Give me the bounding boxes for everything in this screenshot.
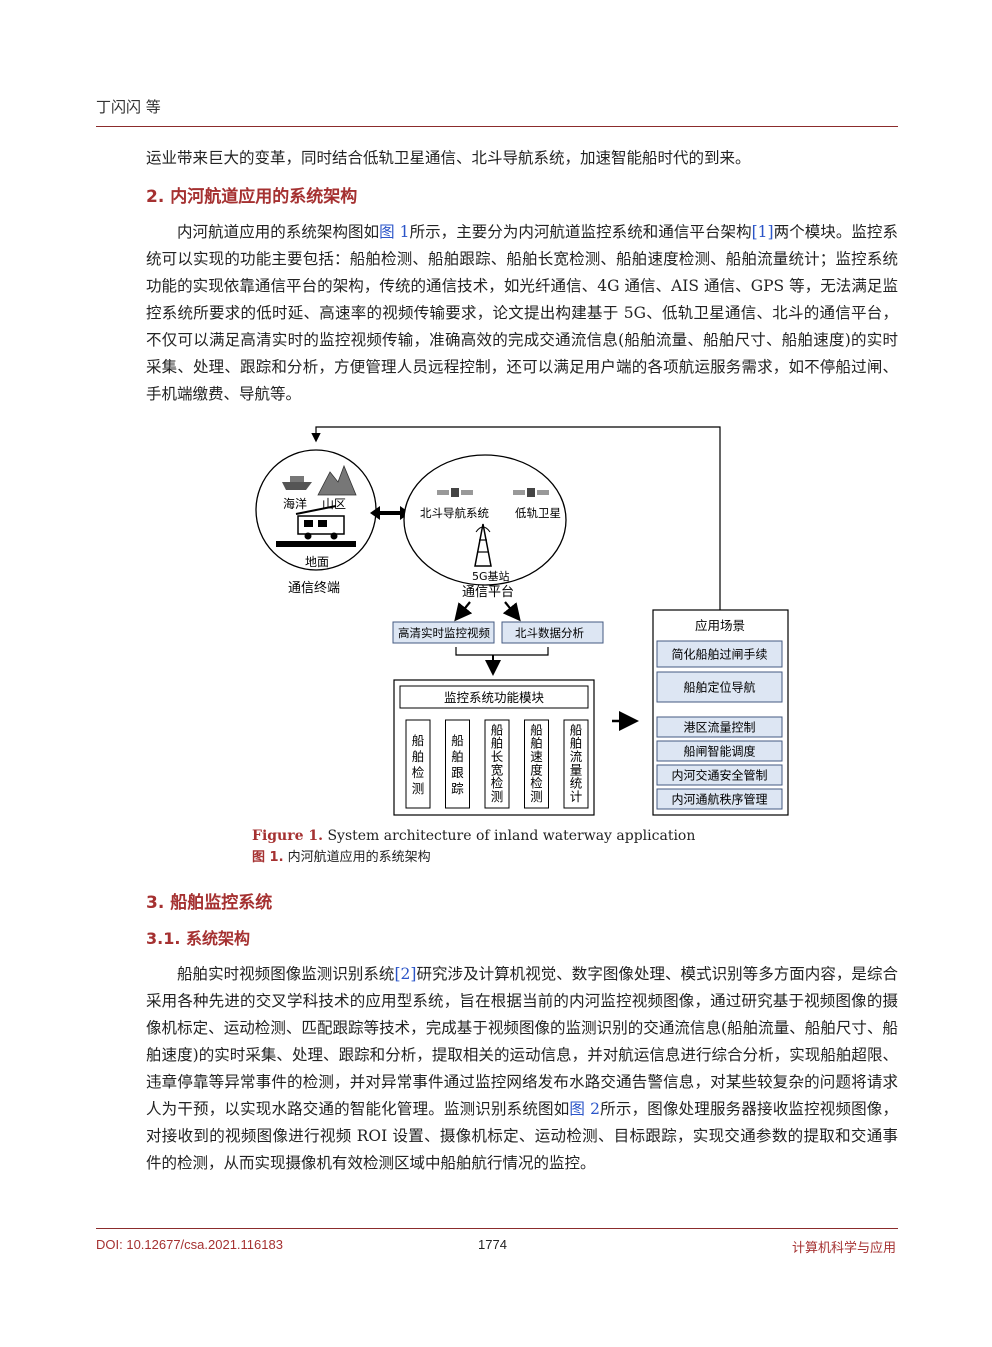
section-3-1-title: 3.1. 系统架构 <box>146 929 250 948</box>
monitor-module-title: 监控系统功能模块 <box>444 690 545 705</box>
label-beidou: 北斗导航系统 <box>420 506 489 520</box>
satellite-icon <box>437 488 473 497</box>
module-box <box>563 719 589 809</box>
label-leo: 低轨卫星 <box>515 506 561 520</box>
app-item-label: 内河通航秩序管理 <box>671 792 767 807</box>
app-item-list: 简化船舶过闸手续船舶定位导航港区流量控制船闸智能调度内河交通安全管制内河通航秩序… <box>656 640 783 810</box>
text-segment: 研究涉及计算机视觉、数字图像处理、模式识别等多方面内容，是综合采用各种先进的交叉… <box>146 965 898 1118</box>
footer-rule <box>96 1228 898 1229</box>
module-box <box>484 719 510 809</box>
label-ground: 地面 <box>305 555 329 569</box>
app-item-box <box>656 671 783 703</box>
module-list: 船舶检测 船舶跟踪 船舶长宽检测 船舶速度检测 船舶流量统计 <box>405 719 589 809</box>
text-segment: 两个模块。监控系统可以实现的功能主要包括：船舶检测、船舶跟踪、船舶长宽检测、船舶… <box>146 223 898 403</box>
module-box <box>445 719 470 809</box>
caption-en-text: System architecture of inland waterway a… <box>327 828 696 844</box>
text-segment: 内河航道应用的系统架构图如 <box>177 223 380 241</box>
arrow-to-video <box>454 601 473 622</box>
base-station-tower-icon <box>474 523 492 567</box>
section-2-title: 2. 内河航道应用的系统架构 <box>146 187 358 207</box>
app-item-label: 船闸智能调度 <box>683 744 755 759</box>
paragraph-intro: 运业带来巨大的变革，同时结合低轨卫星通信、北斗导航系统，加速智能船时代的到来。 <box>146 149 751 167</box>
ship-icon <box>282 476 312 490</box>
app-item-box <box>656 788 783 810</box>
figure-1-caption-zh: 图 1. 内河航道应用的系统架构 <box>252 846 431 865</box>
figure-1-caption-en: Figure 1. System architecture of inland … <box>252 828 695 844</box>
ground-bar <box>276 541 356 547</box>
feedback-connector <box>311 426 721 610</box>
section-2-paragraph: 内河航道应用的系统架构图如图 1所示，主要分为内河航道监控系统和通信平台架构[1… <box>146 219 898 408</box>
figure-1-ref-link[interactable]: 图 1 <box>379 223 410 241</box>
fire-truck-icon <box>295 505 345 540</box>
citation-2-link[interactable]: [2] <box>394 965 417 983</box>
module-label: 船舶速度检测 <box>530 722 543 804</box>
app-item-box <box>656 740 783 762</box>
header-rule <box>96 126 898 127</box>
platform-caption: 通信平台 <box>462 585 514 600</box>
module-label: 船舶检测 <box>412 733 425 796</box>
terminal-caption: 通信终端 <box>288 580 340 596</box>
app-item-box <box>656 640 783 668</box>
app-item-label: 简化船舶过闸手续 <box>671 647 767 662</box>
module-box <box>524 719 549 809</box>
bracket-connector <box>455 647 549 656</box>
arrow-to-beidou <box>502 601 521 622</box>
caption-zh-text: 内河航道应用的系统架构 <box>287 850 431 865</box>
module-label: 船舶流量统计 <box>570 722 583 804</box>
box-hd-video-label: 高清实时监控视频 <box>398 626 490 640</box>
footer-page-number: 1774 <box>478 1237 507 1252</box>
text-segment: 船舶实时视频图像监测识别系统 <box>177 965 395 983</box>
header-author: 丁闪闪 等 <box>96 98 161 116</box>
section-3-1-paragraph: 船舶实时视频图像监测识别系统[2]研究涉及计算机视觉、数字图像处理、模式识别等多… <box>146 961 898 1177</box>
app-item-label: 船舶定位导航 <box>683 680 755 695</box>
app-item-box <box>656 716 783 738</box>
arrowhead-left <box>370 506 380 520</box>
satellite-icon <box>513 488 549 497</box>
app-scenario-title: 应用场景 <box>695 618 745 633</box>
text-segment: 所示，图像处理服务器接收监控视频图像，对接收到的视频图像进行视频 ROI 设置、… <box>146 1100 898 1172</box>
figure-1-diagram: 海洋 山区 地面 通信终端 北斗导航系统 低轨卫星 5G基站 通信平台 高清实时… <box>255 426 789 816</box>
citation-1-link[interactable]: [1] <box>751 223 774 241</box>
monitor-module-title-box <box>399 685 589 709</box>
footer-doi[interactable]: DOI: 10.12677/csa.2021.116183 <box>96 1237 283 1252</box>
app-item-box <box>656 764 783 786</box>
label-mountain: 山区 <box>322 497 346 511</box>
module-label: 船舶长宽检测 <box>491 722 504 804</box>
caption-zh-label: 图 1. <box>252 850 284 865</box>
box-beidou-analysis-label: 北斗数据分析 <box>515 626 584 640</box>
footer-journal: 计算机科学与应用 <box>791 1240 896 1255</box>
app-item-label: 内河交通安全管制 <box>671 768 767 783</box>
figure-2-ref-link[interactable]: 图 2 <box>569 1100 601 1118</box>
platform-ellipse <box>403 454 567 586</box>
label-5g: 5G基站 <box>472 569 510 583</box>
module-box <box>405 719 431 809</box>
section-3-title: 3. 船舶监控系统 <box>146 893 273 913</box>
module-label: 船舶跟踪 <box>451 733 464 796</box>
box-hd-video <box>392 621 495 644</box>
app-item-label: 港区流量控制 <box>683 721 755 735</box>
caption-en-label: Figure 1. <box>252 828 323 844</box>
box-beidou-analysis <box>501 621 604 644</box>
label-sea: 海洋 <box>283 496 307 511</box>
text-segment: 所示，主要分为内河航道监控系统和通信平台架构 <box>409 223 752 241</box>
mountain-icon <box>317 464 357 496</box>
